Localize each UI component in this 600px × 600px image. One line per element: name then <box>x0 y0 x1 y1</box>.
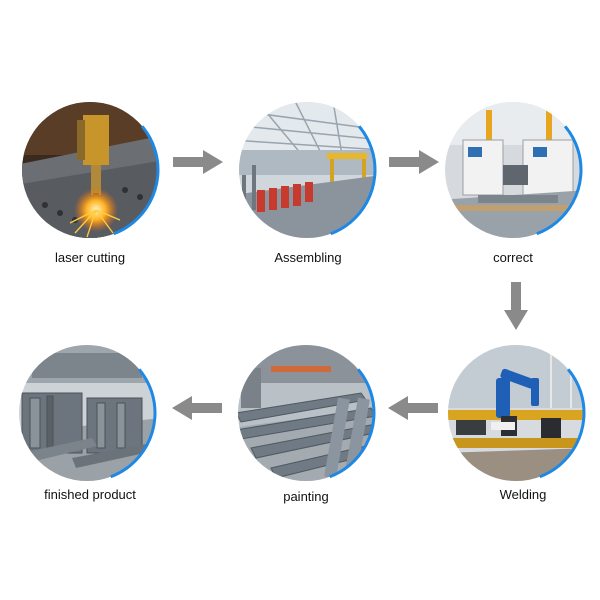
arrow-right-icon <box>389 150 439 174</box>
step-laser-cutting <box>15 95 165 245</box>
step-label-welding: Welding <box>499 487 547 502</box>
welding-photo <box>446 343 586 483</box>
step-painting <box>231 338 381 488</box>
finished-product-photo <box>17 343 157 483</box>
step-label-finished-product: finished product <box>44 487 136 502</box>
assembling-photo <box>237 100 377 240</box>
painting-photo <box>236 343 376 483</box>
step-correct <box>438 95 588 245</box>
laser-cutting-photo <box>20 100 160 240</box>
arrow-right-icon <box>173 150 223 174</box>
step-label-laser-cutting: laser cutting <box>54 250 126 265</box>
step-label-painting: painting <box>283 489 329 504</box>
correct-photo <box>443 100 583 240</box>
arrow-down-icon <box>504 282 528 330</box>
step-assembling <box>232 95 382 245</box>
arrow-left-icon <box>172 396 222 420</box>
step-welding <box>441 338 591 488</box>
arrow-left-icon <box>388 396 438 420</box>
step-label-assembling: Assembling <box>274 250 342 265</box>
step-label-correct: correct <box>493 250 533 265</box>
step-finished-product <box>12 338 162 488</box>
